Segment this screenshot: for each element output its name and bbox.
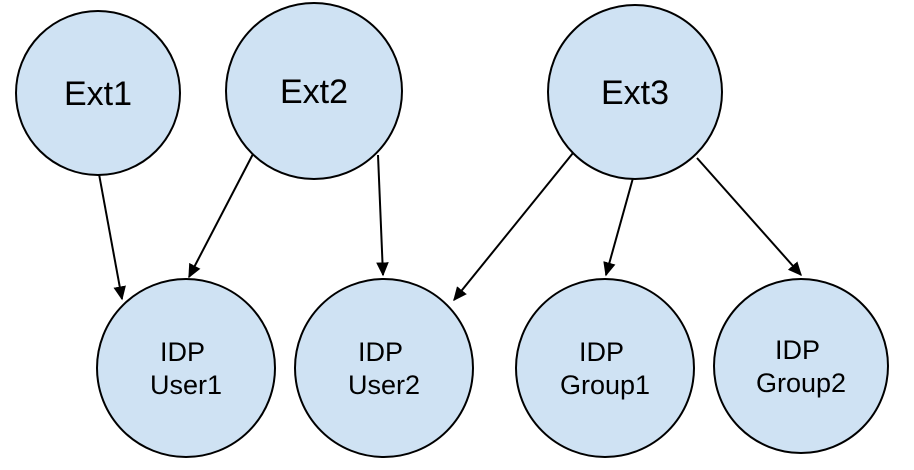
- edge-ext3-to-idp-group2: [696, 157, 802, 277]
- edge-ext3-to-idp-user2: [453, 152, 574, 302]
- node-ext2-circle: [225, 2, 403, 180]
- node-idp-group1: IDP Group1: [515, 278, 695, 458]
- edge-ext3-to-idp-group1: [603, 177, 634, 277]
- node-idp-user1-line2: User1: [150, 370, 222, 400]
- node-idp-user2-line2: User2: [348, 370, 420, 400]
- node-idp-group2-label: IDP Group2: [756, 335, 846, 398]
- node-idp-user2: IDP User2: [294, 278, 474, 458]
- edge-group: [98, 152, 802, 302]
- node-idp-group2: IDP Group2: [713, 278, 889, 454]
- node-ext2: Ext2: [225, 2, 403, 180]
- node-idp-group1-circle: [515, 278, 695, 458]
- edge-ext2-to-idp-user1: [188, 153, 254, 279]
- node-ext1: Ext1: [15, 10, 181, 176]
- node-idp-group1-line2: Group1: [560, 370, 650, 400]
- node-idp-user2-label: IDP User2: [348, 337, 420, 400]
- edge-ext2-to-idp-user2: [376, 154, 389, 277]
- node-ext1-label: Ext1: [64, 75, 132, 113]
- node-ext3: Ext3: [547, 4, 723, 180]
- node-ext3-circle: [547, 4, 723, 180]
- node-idp-user2-circle: [294, 278, 474, 458]
- node-idp-group1-line1: IDP: [579, 337, 624, 367]
- node-idp-user1-circle: [96, 278, 276, 458]
- node-idp-group1-label: IDP Group1: [560, 337, 650, 400]
- node-idp-user1-line1: IDP: [160, 337, 205, 367]
- node-idp-group2-line1: IDP: [775, 335, 820, 365]
- node-idp-user2-line1: IDP: [358, 337, 403, 367]
- node-ext2-label: Ext2: [280, 73, 348, 111]
- node-ext3-label: Ext3: [601, 74, 669, 112]
- edge-ext1-to-idp-user1: [98, 173, 126, 301]
- node-idp-group2-line2: Group2: [756, 368, 846, 398]
- node-idp-user1-label: IDP User1: [150, 337, 222, 400]
- node-idp-user1: IDP User1: [96, 278, 276, 458]
- node-ext1-circle: [15, 10, 181, 176]
- node-idp-group2-circle: [713, 278, 889, 454]
